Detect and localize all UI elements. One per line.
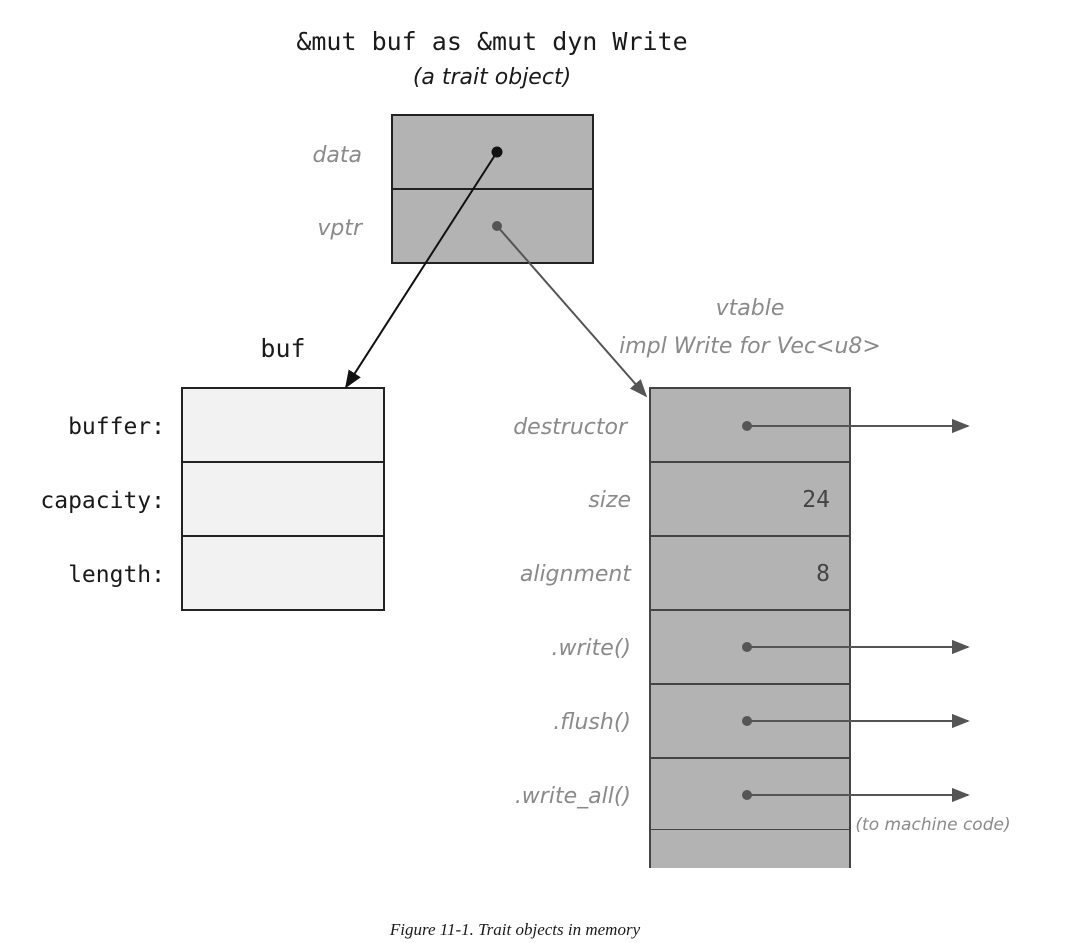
vtable-label-write: .write() [552, 636, 631, 661]
vtable-row-continuation [650, 830, 850, 868]
buf-length-cell [181, 535, 385, 611]
buf-field-length: length: [68, 562, 165, 588]
trait-object-field-data: data [312, 143, 362, 168]
machine-code-note: (to machine code) [855, 815, 1010, 835]
buf-field-buffer: buffer: [68, 414, 165, 440]
vtable-label-write-all: .write_all() [515, 784, 631, 809]
figure-caption: Figure 11-1. Trait objects in memory [389, 920, 641, 939]
vtable-label-size: size [588, 488, 631, 513]
vtable-title: vtable [716, 296, 785, 321]
vtable-label-flush: .flush() [553, 710, 631, 735]
buf-capacity-cell [181, 461, 385, 537]
vtable-row-alignment [649, 535, 851, 611]
trait-object-title: &mut buf as &mut dyn Write [296, 27, 687, 56]
vtable-subtitle: impl Write for Vec<u8> [619, 334, 881, 359]
buf-buffer-cell [181, 387, 385, 463]
buf-field-capacity: capacity: [40, 488, 165, 514]
vtable-label-alignment: alignment [520, 562, 633, 587]
vptr-pointer-arrow [496, 225, 648, 398]
vtable-value-alignment: 8 [816, 561, 830, 587]
buf-title: buf [260, 334, 305, 363]
data-pointer-arrow [345, 151, 498, 389]
buf-box [181, 387, 385, 611]
vtable-label-destructor: destructor [513, 415, 629, 440]
trait-object-box [391, 114, 594, 264]
vtable-row-size [649, 461, 851, 537]
trait-object-subtitle: (a trait object) [413, 65, 571, 90]
trait-object-field-vptr: vptr [317, 216, 364, 241]
vtable-value-size: 24 [802, 487, 830, 513]
